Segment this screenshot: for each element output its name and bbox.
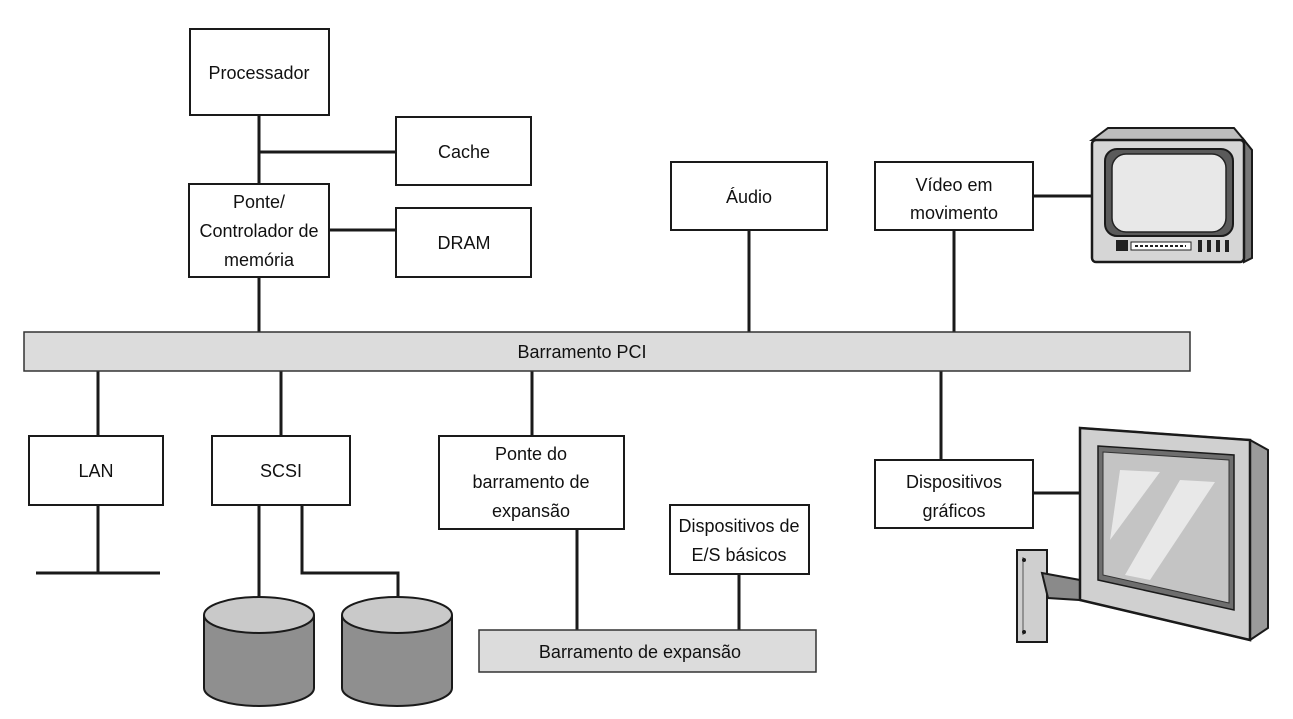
lan-box: LAN: [28, 435, 164, 506]
expansion-bus-bar: [478, 629, 817, 673]
cache-label: Cache: [438, 142, 490, 162]
dram-label: DRAM: [438, 233, 491, 253]
video-box: Vídeo em movimento: [874, 161, 1034, 231]
pci-bus: Barramento PCI: [23, 331, 1191, 372]
lan-label: LAN: [78, 461, 113, 481]
dram-box: DRAM: [395, 207, 532, 278]
disk-drive-2-icon: [341, 596, 453, 707]
scsi-disk2-line: [300, 505, 400, 612]
bridge-label-line1: Ponte/: [233, 192, 285, 212]
basic-io-label-line1: Dispositivos de: [678, 516, 799, 536]
expansion-bridge-label-line2: barramento de: [472, 472, 589, 492]
expansion-bus: Barramento de expansão: [478, 629, 817, 673]
bridge-memory-controller-box: Ponte/ Controlador de memória: [188, 183, 330, 278]
crt-television-icon: [1089, 127, 1253, 264]
video-label-line1: Vídeo em: [915, 175, 992, 195]
expansion-bridge-label-line3: expansão: [492, 501, 570, 521]
bridge-label-line3: memória: [224, 250, 295, 270]
connection-lines: [36, 115, 1092, 630]
audio-box: Áudio: [670, 161, 828, 231]
basic-io-label-line2: E/S básicos: [691, 545, 786, 565]
video-label-line2: movimento: [910, 203, 998, 223]
scsi-box: SCSI: [211, 435, 351, 506]
graphics-box: Dispositivos gráficos: [874, 459, 1034, 529]
pci-bus-label: Barramento PCI: [517, 342, 646, 362]
audio-label: Áudio: [726, 187, 772, 207]
expansion-bridge-label-line1: Ponte do: [495, 444, 567, 464]
graphics-label-line2: gráficos: [922, 501, 985, 521]
expansion-bus-label: Barramento de expansão: [539, 642, 741, 662]
wall-mounted-flat-panel-monitor-icon: [1016, 426, 1269, 643]
processor-box: Processador: [189, 28, 330, 116]
cache-box: Cache: [395, 116, 532, 186]
scsi-label: SCSI: [260, 461, 302, 481]
graphics-label-line1: Dispositivos: [906, 472, 1002, 492]
processor-label: Processador: [208, 63, 309, 83]
expansion-bridge-box: Ponte do barramento de expansão: [438, 435, 625, 530]
basic-io-box: Dispositivos de E/S básicos: [669, 504, 810, 575]
pci-bus-bar: [23, 331, 1191, 372]
bridge-label-line2: Controlador de: [199, 221, 318, 241]
disk-drive-1-icon: [203, 596, 315, 707]
